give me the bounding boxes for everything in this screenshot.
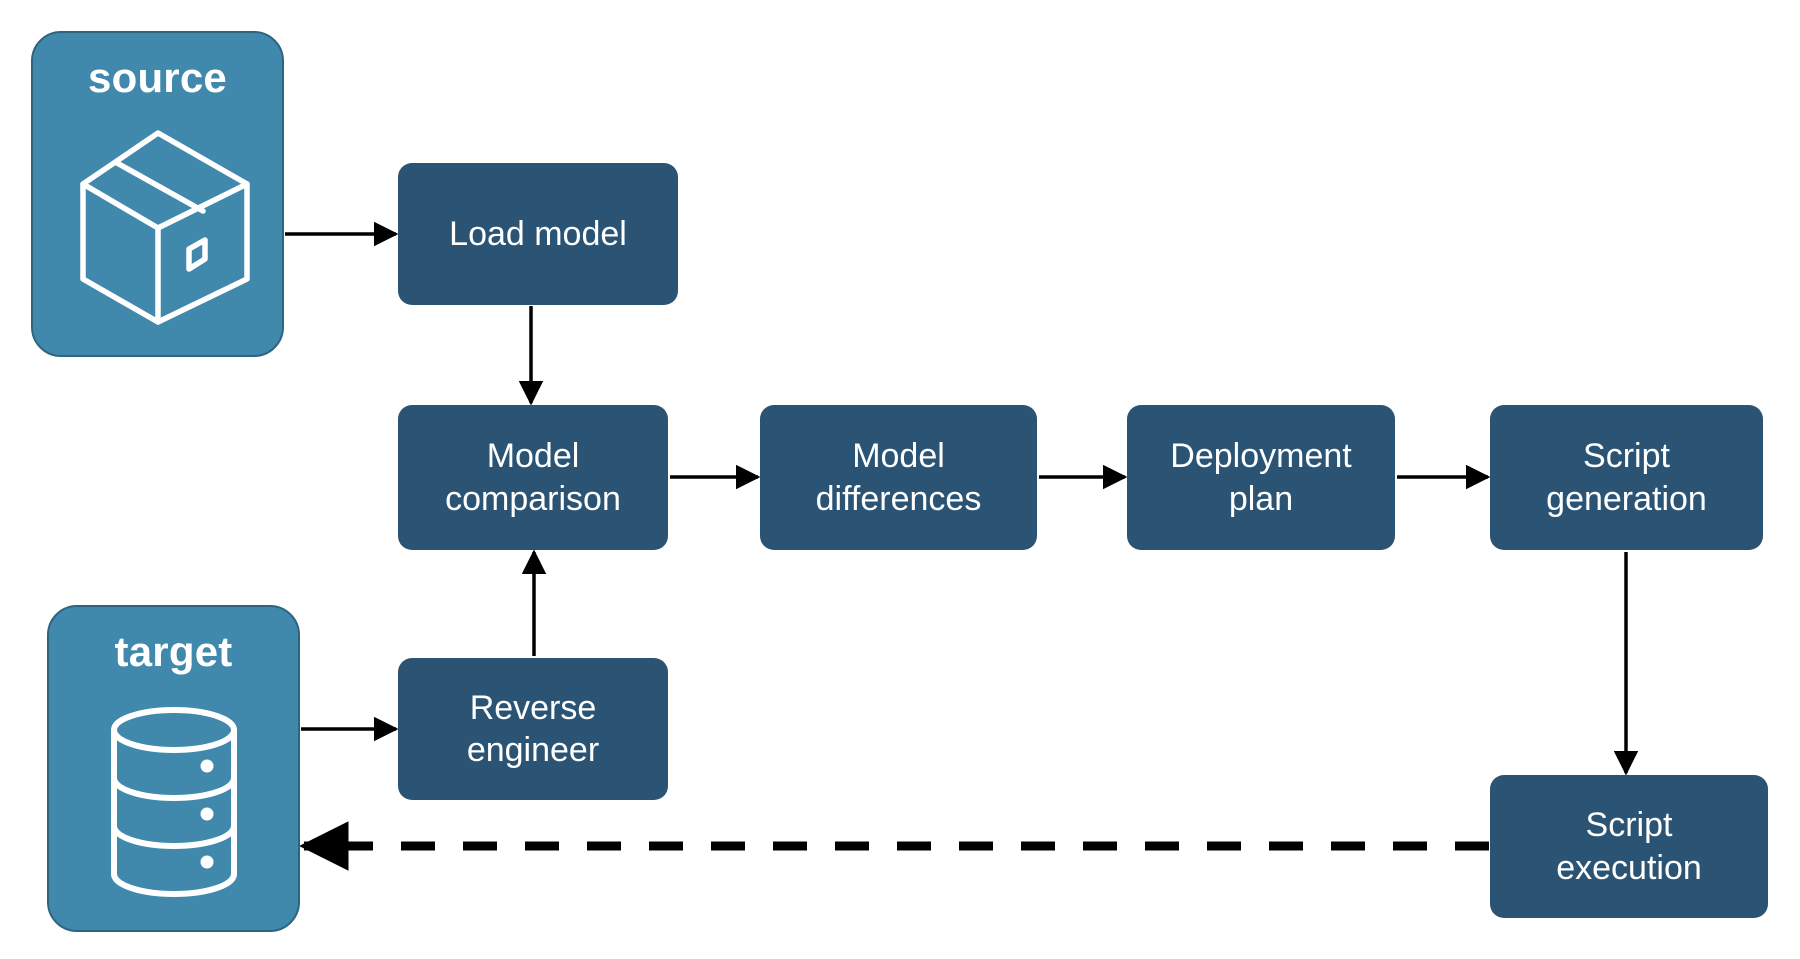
process-node-deployment-plan[interactable]: Deployment plan	[1127, 405, 1395, 550]
process-node-model-comparison[interactable]: Model comparison	[398, 405, 668, 550]
process-label-deployment-plan: Deployment plan	[1170, 437, 1352, 518]
process-label-model-comparison: Model comparison	[445, 437, 621, 518]
endpoint-node-target[interactable]: target	[47, 605, 300, 932]
package-box-icon	[33, 99, 282, 355]
process-node-load-model[interactable]: Load model	[398, 163, 678, 305]
process-node-script-generation[interactable]: Script generation	[1490, 405, 1763, 550]
process-node-script-execution[interactable]: Script execution	[1490, 775, 1768, 918]
process-label-load-model: Load model	[449, 214, 627, 253]
process-label-script-generation: Script generation	[1546, 437, 1707, 518]
process-node-model-differences[interactable]: Model differences	[760, 405, 1037, 550]
database-cylinder-icon	[49, 673, 298, 930]
process-label-model-differences: Model differences	[815, 437, 982, 518]
process-node-reverse-engineer[interactable]: Reverse engineer	[398, 658, 668, 800]
process-label-reverse-engineer: Reverse engineer	[466, 688, 600, 770]
endpoint-label-source: source	[88, 54, 227, 101]
process-label-script-execution: Script execution	[1556, 806, 1702, 887]
endpoint-label-target: target	[114, 628, 233, 675]
endpoint-node-source[interactable]: source	[31, 31, 284, 357]
